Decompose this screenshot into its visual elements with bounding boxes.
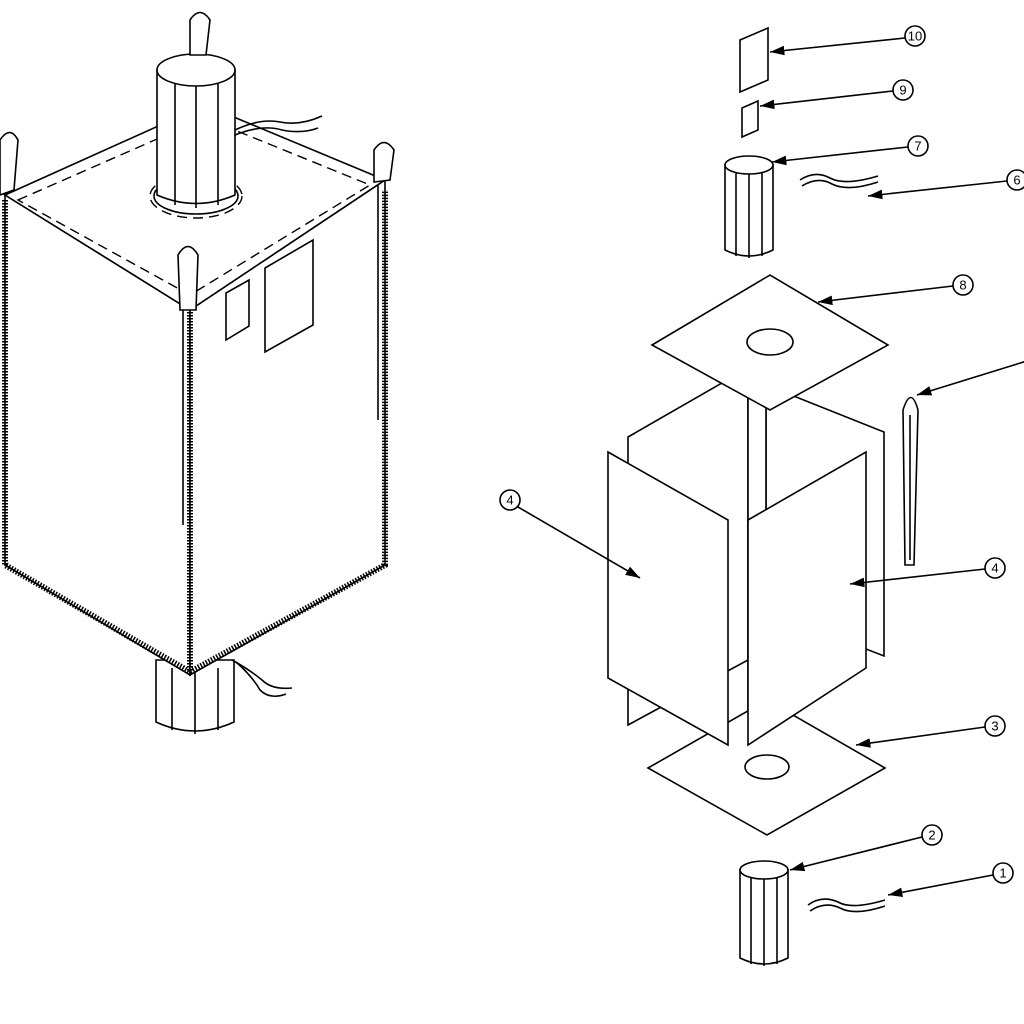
exploded-view — [607, 26, 919, 966]
callout-4-left: 4 — [506, 493, 513, 508]
tie-cord-6 — [799, 173, 879, 189]
lift-loops — [0, 11, 395, 311]
callout-6: 6 — [1013, 173, 1020, 188]
label-pocket — [225, 278, 250, 342]
callout-7: 7 — [914, 139, 921, 154]
side-panel-right-4 — [747, 450, 867, 747]
callout-2: 2 — [928, 828, 935, 843]
label-panel-9 — [741, 99, 759, 139]
top-filling-spout — [149, 53, 323, 219]
side-panel-left-4 — [607, 450, 729, 747]
callout-4-right: 4 — [991, 561, 998, 576]
callout-8: 8 — [959, 278, 966, 293]
label-panel-10 — [739, 26, 769, 94]
top-panel-8 — [650, 274, 890, 411]
callout-1: 1 — [999, 866, 1006, 881]
callout-10: 10 — [908, 29, 922, 44]
tie-cord-1 — [807, 898, 886, 913]
callout-9: 9 — [899, 83, 906, 98]
callouts: 10 9 7 6 8 4 4 3 2 1 — [499, 25, 1024, 898]
assembled-bulk-bag — [0, 11, 395, 734]
callout-3: 3 — [991, 719, 998, 734]
bottom-spout-2 — [739, 860, 789, 966]
top-spout-7 — [724, 155, 774, 258]
bottom-discharge-spout — [155, 659, 293, 734]
document-pouch — [264, 238, 314, 354]
